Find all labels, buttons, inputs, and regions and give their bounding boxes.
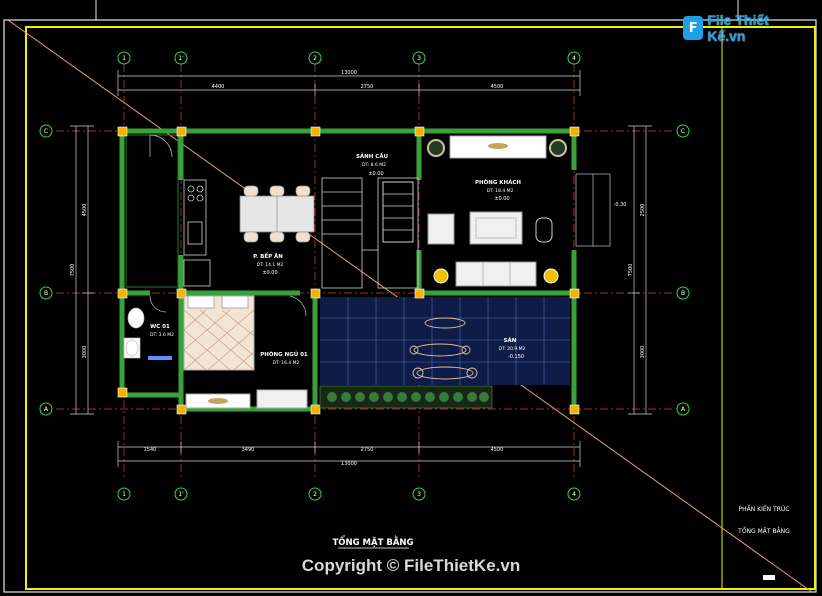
room-kitchen-name: P. BẾP ĂN: [253, 252, 283, 260]
dim-left-seg-1: 4500: [82, 204, 88, 217]
dim-bottom-seg-4: 4500: [491, 447, 504, 453]
room-yard-level: -0.150: [508, 354, 524, 360]
dining-table: [239, 185, 315, 243]
room-kitchen-area: DT: 14.1 M2: [257, 262, 284, 268]
logo-text: File Thiết Kế.vn: [707, 12, 769, 44]
wc-fixtures: [123, 307, 172, 360]
grid-label-top-1: 1: [122, 55, 126, 62]
grid-label-left-c: C: [44, 128, 48, 135]
grid-label-top-3: 3: [417, 55, 421, 62]
dim-top-seg-3: 4500: [491, 84, 504, 90]
grid-bubbles-left: [39, 124, 53, 416]
yard-tiles: [320, 297, 570, 385]
dim-right-seg-2: 3000: [640, 346, 646, 359]
kitchen-counter: [183, 179, 211, 287]
dim-bottom-seg-2: 3490: [242, 447, 255, 453]
dim-bottom: [117, 441, 581, 467]
room-yard-name: SÂN: [504, 337, 517, 344]
garden-hedge: [319, 385, 493, 409]
dim-right-seg-1: 2500: [640, 204, 646, 217]
dim-bottom-total: 13000: [341, 461, 357, 467]
grid-label-bottom-2: 2: [313, 491, 317, 498]
titleblock-sheet-name: TỔNG MẶT BẰNG: [737, 527, 790, 535]
dim-top-seg-1: 4400: [212, 84, 225, 90]
room-living-level: ±0.00: [494, 196, 509, 202]
staircase: [321, 177, 419, 289]
dim-left: [70, 125, 94, 415]
room-stair-name: SẢNH CẦU: [356, 151, 388, 160]
wardrobe: [185, 389, 308, 409]
dim-left-seg-2: 3000: [82, 346, 88, 359]
dim-right-total: 7500: [628, 264, 634, 277]
room-bed-area: DT: 16.4 M2: [273, 360, 300, 366]
room-wc-name: WC 01: [150, 324, 170, 330]
grid-label-right-c: C: [681, 128, 685, 135]
wall-inner-lines: [125, 134, 179, 288]
sheet-border-inner: [25, 26, 816, 590]
grid-bubbles-right: [676, 124, 690, 416]
titleblock-mark: [763, 575, 775, 580]
grid-label-top-1p: 1': [178, 55, 184, 62]
room-living-name: PHÒNG KHÁCH: [475, 179, 521, 186]
grid-label-right-a: A: [681, 406, 686, 413]
dim-top: [117, 70, 581, 96]
entrance-level: -0.30: [614, 202, 627, 208]
room-stair-area: DT: 8.6 M2: [362, 162, 386, 168]
grid-bubbles-bottom: [117, 487, 581, 501]
room-yard-area: DT: 20.9 M2: [499, 346, 526, 352]
grid-label-right-b: B: [681, 290, 685, 297]
room-kitchen-level: ±0.00: [262, 270, 277, 276]
titleblock-section: PHẦN KIẾN TRÚC: [739, 505, 790, 513]
room-stair-level: ±0.00: [368, 171, 383, 177]
grid-bubbles-top: [117, 51, 581, 65]
dim-bottom-seg-1: 1540: [144, 447, 157, 453]
bed: [183, 295, 255, 371]
room-living-area: DT: 18.4 M2: [487, 188, 514, 194]
columns: [117, 126, 580, 415]
walls: [119, 128, 577, 412]
copyright-watermark: Copyright © FileThietKe.vn: [301, 556, 521, 575]
site-logo: F File Thiết Kế.vn: [683, 12, 795, 44]
logo-badge-icon: F: [683, 16, 704, 40]
drawing-title: TỔNG MẶT BẰNG: [332, 535, 413, 548]
grid-label-bottom-1: 1: [122, 491, 126, 498]
room-wc-area: DT: 3.6 M2: [150, 332, 174, 338]
room-bed-name: PHÒNG NGỦ 01: [260, 350, 308, 358]
grid-label-top-4: 4: [572, 55, 576, 62]
motorbikes: [409, 317, 478, 380]
grid-label-left-b: B: [44, 290, 48, 297]
grid-label-bottom-1p: 1': [178, 491, 184, 498]
grid-label-bottom-4: 4: [572, 491, 576, 498]
dim-top-total: 13000: [341, 70, 357, 76]
grid-label-top-2: 2: [313, 55, 317, 62]
dim-right: [628, 125, 652, 415]
living-furniture: [427, 135, 567, 287]
grid-label-left-a: A: [44, 406, 49, 413]
dim-top-seg-2: 2750: [361, 84, 374, 90]
dim-bottom-seg-3: 2750: [361, 447, 374, 453]
dim-left-total: 7500: [70, 264, 76, 277]
grid-label-bottom-3: 3: [417, 491, 421, 498]
doors: [149, 134, 611, 317]
